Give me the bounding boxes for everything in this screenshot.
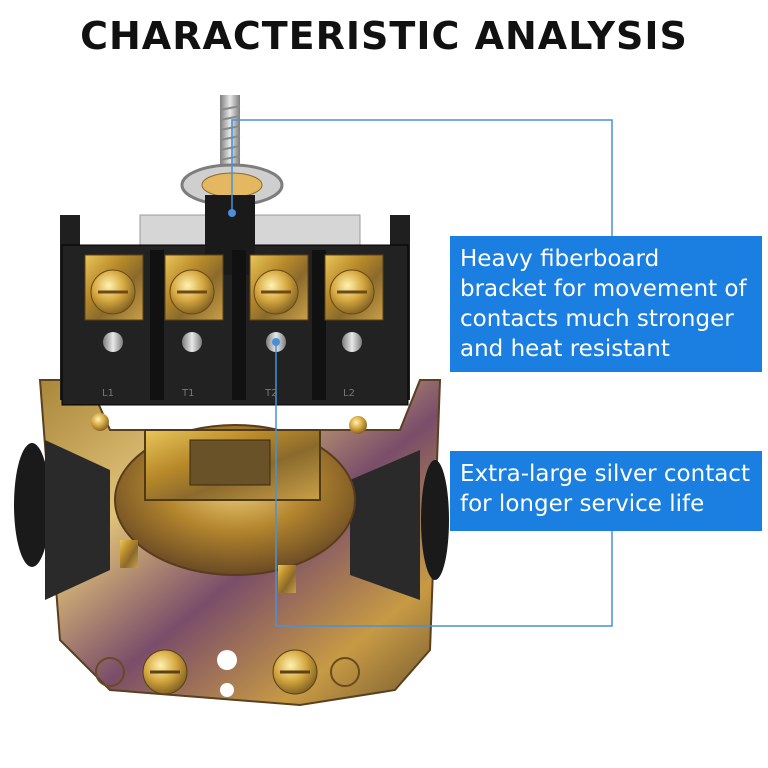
terminal-label-t2: T2 [265,388,278,399]
terminal-label-t1: T1 [182,388,195,399]
callout-silver-contact: Extra-large silver contact for longer se… [450,451,762,531]
terminal-label-l1: L1 [102,388,114,399]
callout-fiberboard-bracket: Heavy fiberboard bracket for movement of… [450,236,762,372]
page-title: CHARACTERISTIC ANALYSIS [80,14,688,58]
terminal-label-l2: L2 [343,388,355,399]
